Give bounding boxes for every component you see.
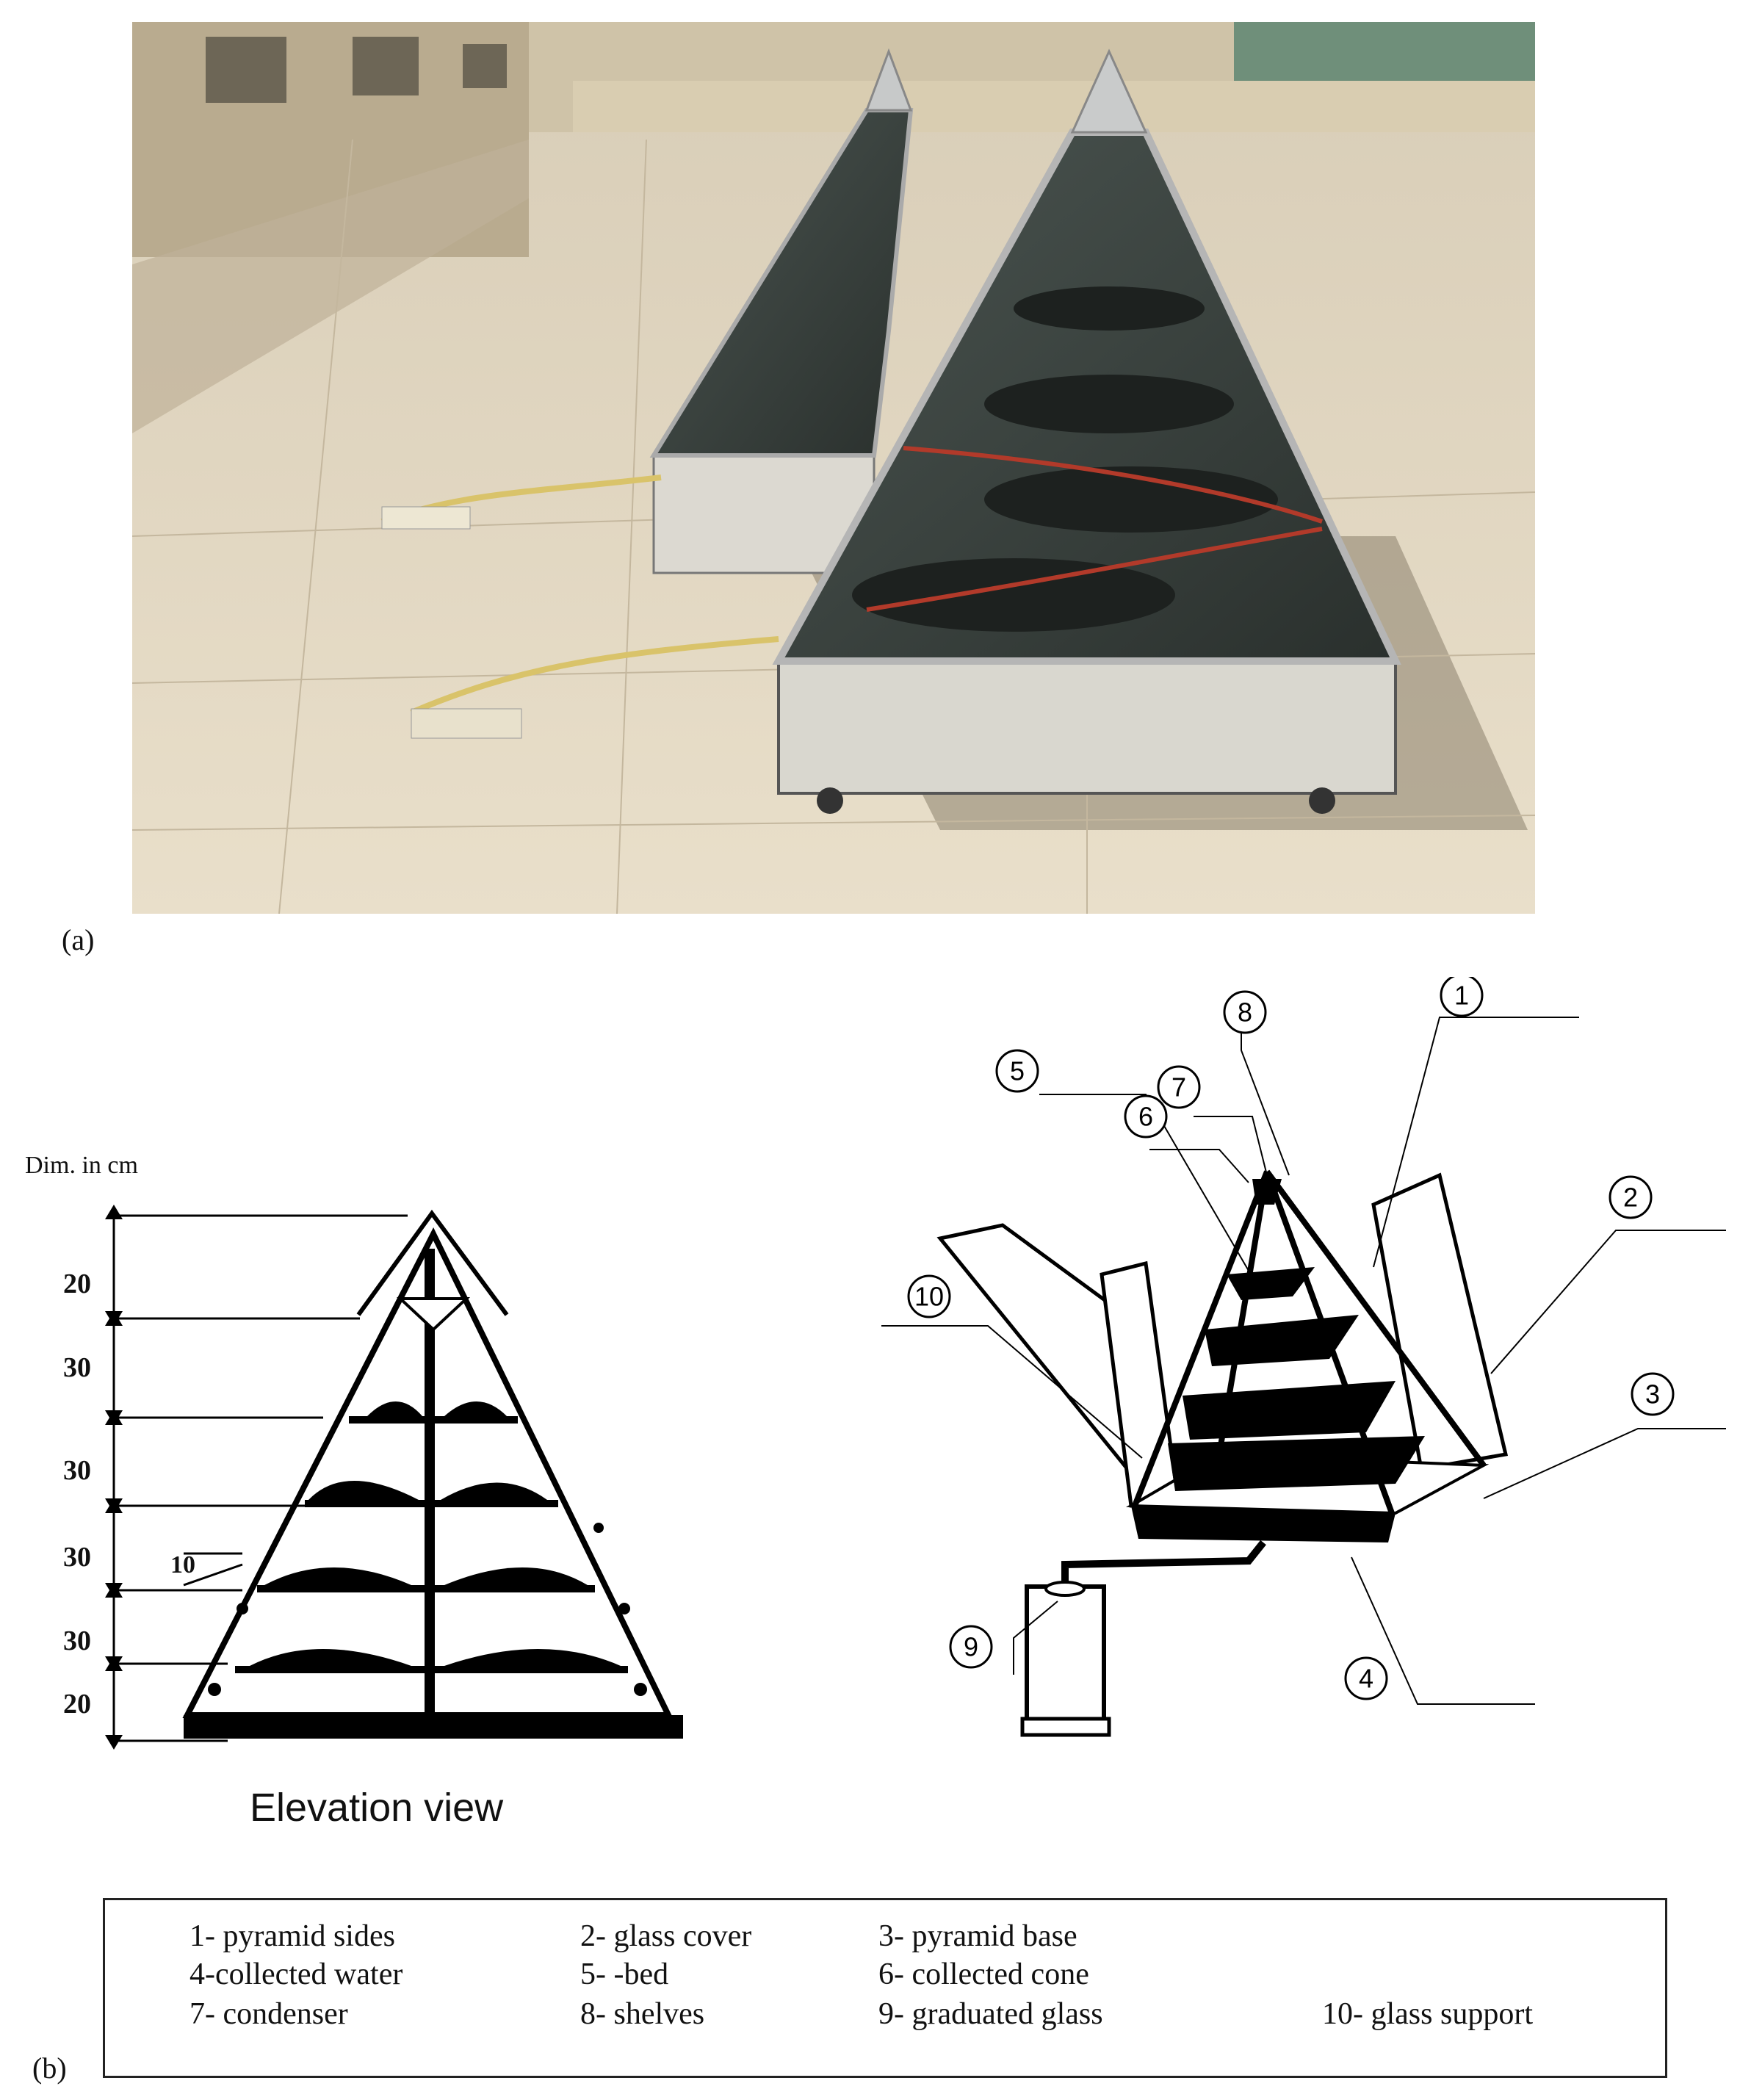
graduated-glass-3d xyxy=(1025,1584,1106,1725)
collected-cone xyxy=(396,1297,471,1332)
legend-item-7: 7- condenser xyxy=(189,1997,348,2031)
callout-5: 5 xyxy=(1010,1056,1025,1086)
callout-4: 4 xyxy=(1359,1664,1373,1694)
callout-circle-5 xyxy=(995,1049,1039,1093)
callout-circle-8 xyxy=(1223,990,1267,1034)
legend-item-6: 6- collected cone xyxy=(878,1958,1089,1991)
outlet-pipe xyxy=(1061,1540,1266,1590)
callout-circle-10 xyxy=(907,1274,951,1318)
leader-8 xyxy=(1241,1021,1290,1176)
dimension-value-6: 20 xyxy=(63,1689,91,1720)
callout-circle-2 xyxy=(1609,1175,1653,1219)
leader-10 xyxy=(881,1325,1143,1459)
glass-support-panel-left xyxy=(936,1223,1137,1474)
callout-circle-4 xyxy=(1344,1656,1388,1700)
shelf-gap-label: 10 xyxy=(170,1551,195,1578)
legend-item-1: 1- pyramid sides xyxy=(189,1919,395,1953)
pyramid-base xyxy=(184,1715,683,1739)
callout-8: 8 xyxy=(1238,997,1252,1028)
dimension-unit-label: Dim. in cm xyxy=(25,1152,138,1179)
glass-cover-panel-right xyxy=(1371,1172,1509,1471)
legend-item-10: 10- glass support xyxy=(1322,1997,1533,2031)
dimension-value-3: 30 xyxy=(63,1455,91,1486)
callout-9: 9 xyxy=(964,1632,978,1662)
panel-b-label: (b) xyxy=(32,2052,67,2085)
leader-6 xyxy=(1149,1149,1249,1183)
panel-a-label: (a) xyxy=(62,923,95,956)
leader-1 xyxy=(1373,1017,1579,1268)
callout-10: 10 xyxy=(914,1282,944,1312)
leader-4 xyxy=(1351,1556,1535,1705)
elevation-drawing xyxy=(105,1205,683,1750)
legend-item-2: 2- glass cover xyxy=(580,1919,752,1953)
leader-5 xyxy=(1039,1094,1249,1271)
legend-item-9: 9- graduated glass xyxy=(878,1997,1103,2031)
legend-box xyxy=(103,1898,1667,2078)
elevation-view-caption: Elevation view xyxy=(250,1786,504,1830)
legend-item-8: 8- shelves xyxy=(580,1997,705,2031)
leader-7 xyxy=(1194,1116,1268,1176)
dimension-value-4: 30 xyxy=(63,1542,91,1573)
callout-7: 7 xyxy=(1171,1072,1186,1103)
callout-6: 6 xyxy=(1138,1102,1153,1132)
dimension-value-5: 30 xyxy=(63,1625,91,1656)
legend-item-5: 5- -bed xyxy=(580,1958,669,1991)
callout-circle-9 xyxy=(949,1625,993,1669)
callout-circle-6 xyxy=(1124,1094,1168,1139)
dimension-value-1: 20 xyxy=(63,1269,91,1299)
solar-still-photo xyxy=(132,22,1535,914)
legend-item-3: 3- pyramid base xyxy=(878,1919,1077,1953)
callout-2: 2 xyxy=(1623,1183,1638,1213)
pyramid-base-3d xyxy=(1131,1506,1396,1542)
leader-9 xyxy=(1013,1601,1058,1675)
leader-3 xyxy=(1483,1428,1726,1499)
center-support xyxy=(425,1249,435,1719)
callout-circle-3 xyxy=(1631,1372,1675,1416)
callout-circle-7 xyxy=(1157,1065,1201,1109)
callout-3: 3 xyxy=(1645,1379,1660,1410)
isometric-drawing: 1 2 3 4 5 6 7 8 9 10 xyxy=(881,977,1726,1737)
leader-2 xyxy=(1490,1230,1726,1374)
glass-cover-cap xyxy=(356,1209,509,1316)
callout-1: 1 xyxy=(1454,981,1469,1011)
callout-circle-1 xyxy=(1440,977,1484,1017)
legend-item-4: 4-collected water xyxy=(189,1958,403,1991)
dimension-value-2: 30 xyxy=(63,1352,91,1383)
